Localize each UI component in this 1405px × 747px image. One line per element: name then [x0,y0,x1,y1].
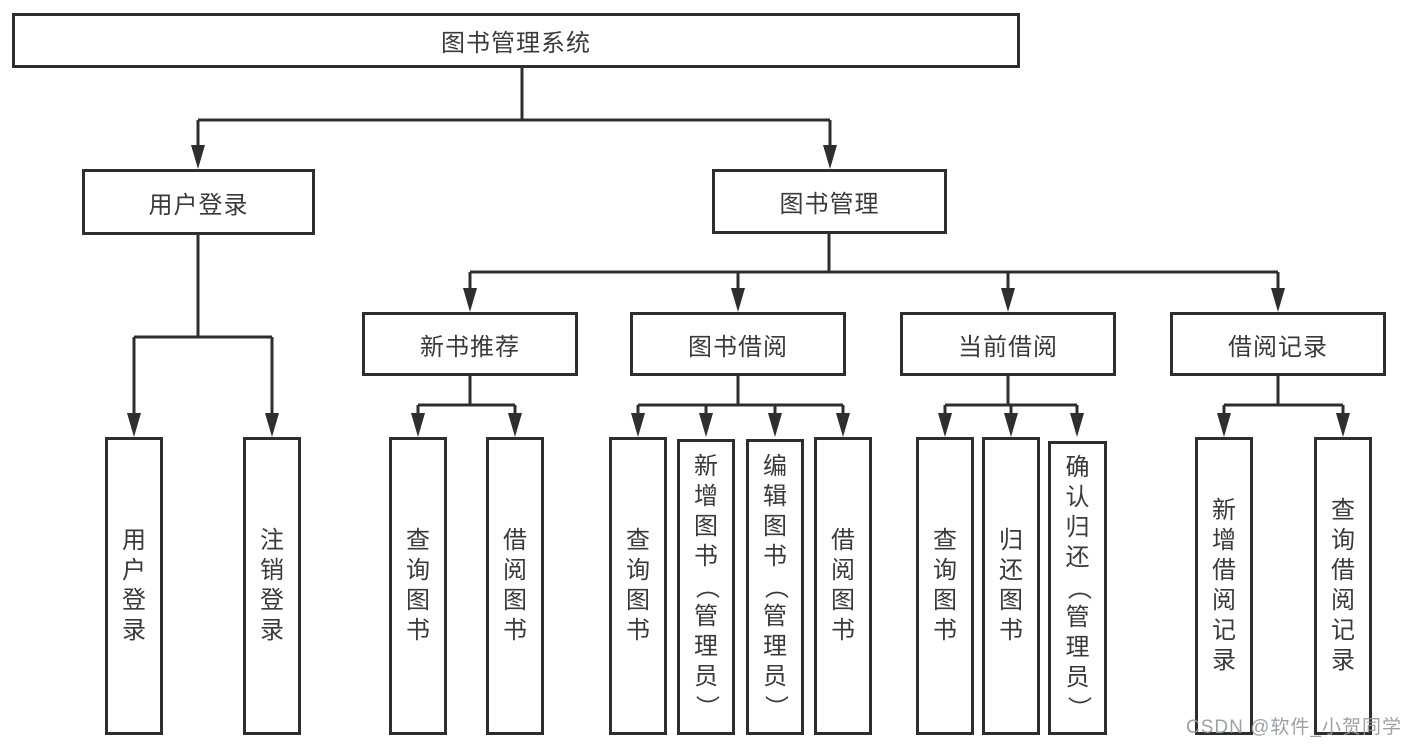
node-current-borrowing-label: 当前借阅 [958,333,1058,361]
node-borrowing-records-label: 借阅记录 [1228,333,1328,361]
node-new-book-recommend-label: 新书推荐 [420,333,520,361]
leaf-confirm-return-admin: 确认归还（管理员） [1048,441,1107,735]
node-current-borrowing: 当前借阅 [900,312,1116,376]
leaf-query-book-current: 查询图书 [916,437,974,735]
leaf-logout: 注销登录 [243,437,301,735]
leaf-borrow-book-recommend: 借阅图书 [486,437,544,735]
node-root-system: 图书管理系统 [12,13,1020,68]
leaf-query-book-recommend: 查询图书 [389,437,447,735]
node-borrowing-records: 借阅记录 [1170,312,1386,376]
node-book-management-label: 图书管理 [779,191,880,218]
node-book-borrowing-label: 图书借阅 [688,333,788,361]
node-new-book-recommend: 新书推荐 [362,312,578,376]
arrowheads [127,145,1350,437]
node-root-system-label: 图书管理系统 [441,30,591,57]
leaf-query-book-borrow: 查询图书 [609,437,667,735]
leaf-return-book: 归还图书 [982,437,1040,735]
csdn-watermark: CSDN @软件_小贺同学 [1186,717,1402,738]
leaf-user-login: 用户登录 [105,437,163,735]
leaf-add-borrow-record: 新增借阅记录 [1195,437,1253,735]
node-book-borrowing: 图书借阅 [630,312,846,376]
node-book-management: 图书管理 [712,169,947,234]
leaf-borrow-book: 借阅图书 [814,437,872,735]
leaf-add-book-admin: 新增图书（管理员） [677,439,735,735]
leaf-query-borrow-record: 查询借阅记录 [1314,437,1372,735]
leaf-edit-book-admin: 编辑图书（管理员） [746,439,804,735]
node-user-login: 用户登录 [82,169,315,235]
node-user-login-label: 用户登录 [148,191,249,219]
